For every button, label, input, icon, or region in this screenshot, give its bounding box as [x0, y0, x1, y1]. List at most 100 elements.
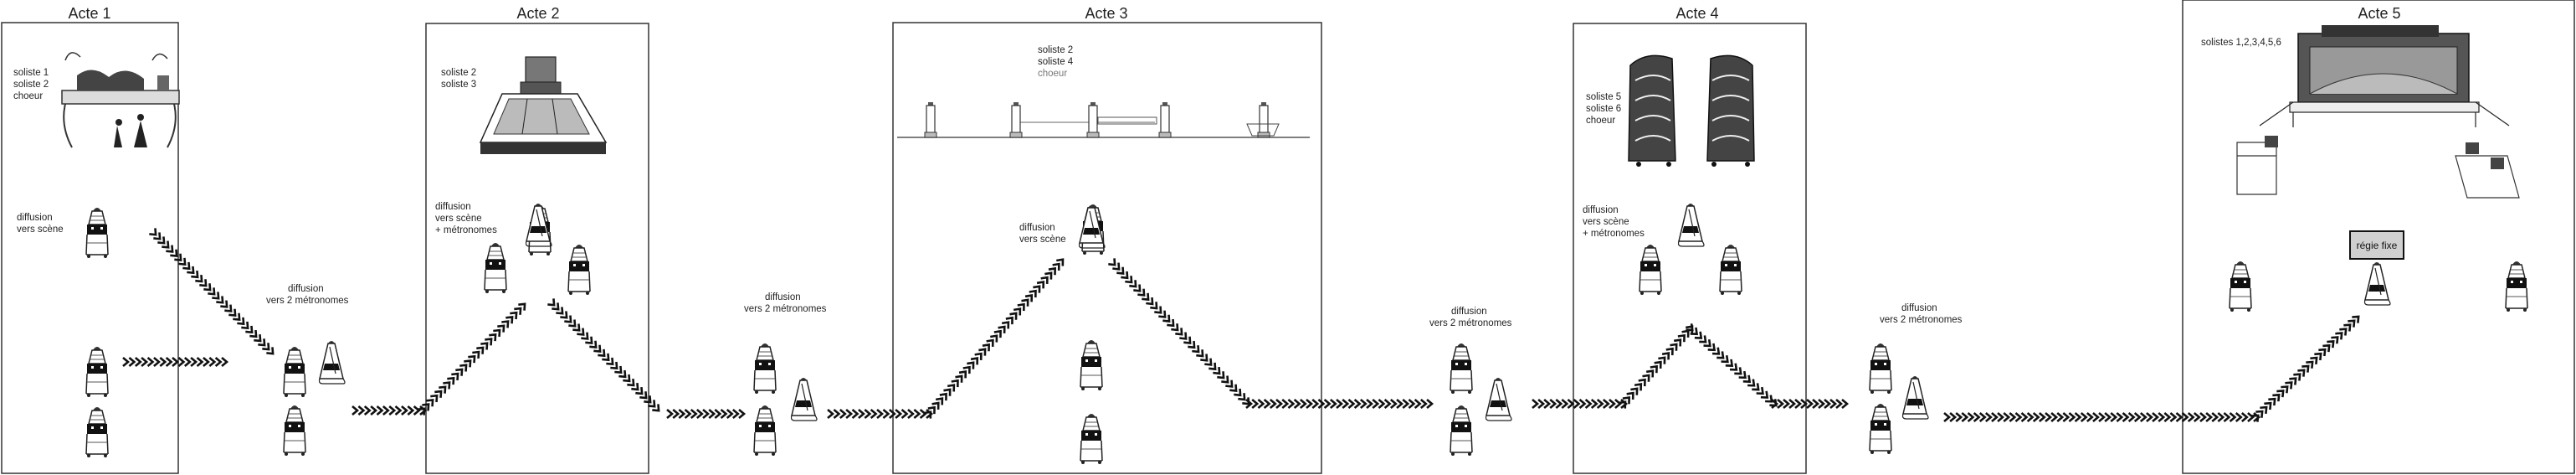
- arrow-chevron: [2163, 412, 2172, 422]
- arrow-chevron: [190, 357, 198, 367]
- arrow-chevron: [982, 343, 991, 352]
- arrow-chevron: [1146, 297, 1154, 306]
- arrow-chevron: [1112, 262, 1121, 271]
- arrow-chevron: [845, 409, 854, 419]
- arrow-chevron: [581, 332, 589, 340]
- arrow-chevron: [2229, 412, 2237, 422]
- act-4-soloist-2: soliste 6: [1586, 104, 1621, 114]
- arrow-chevron: [1414, 399, 1422, 409]
- arrow-chevron: [165, 357, 173, 367]
- arrow-chevron: [547, 298, 556, 307]
- arrow-chevron: [1734, 367, 1742, 375]
- arrow-chevron: [974, 352, 983, 360]
- arrow-chevron: [924, 410, 932, 419]
- arrow-chevron: [614, 365, 623, 374]
- arrow-chevron: [1162, 314, 1171, 323]
- arrow-chevron: [407, 405, 415, 416]
- act-1-soloist-1: soliste 1: [13, 68, 49, 78]
- arrow-chevron: [1967, 412, 1975, 422]
- arrow-chevron: [1584, 399, 1593, 409]
- arrow-chevron: [1056, 258, 1065, 266]
- arrow-chevron: [510, 311, 518, 320]
- act-3-soloist-1: soliste 2: [1038, 45, 1073, 55]
- arrow-chevron: [422, 403, 430, 411]
- arrow-chevron: [618, 369, 627, 379]
- arrow-chevron: [1359, 399, 1368, 409]
- arrow-chevron: [2014, 412, 2023, 422]
- arrow-chevron: [430, 394, 439, 403]
- arrow-chevron: [552, 302, 560, 311]
- arrow-chevron: [1673, 338, 1682, 347]
- arrow-chevron: [439, 385, 447, 394]
- arrow-chevron: [1402, 399, 1410, 409]
- arrow-chevron: [1650, 364, 1658, 374]
- arrow-chevron: [1269, 399, 1277, 409]
- arrow-chevron: [1961, 412, 1969, 422]
- arrow-chevron: [598, 349, 606, 358]
- arrow-chevron: [560, 311, 568, 319]
- act-5-frame: Acte 5: [2182, 0, 2575, 474]
- arrow-chevron: [1242, 397, 1250, 405]
- arrow-chevron: [2327, 339, 2335, 349]
- arrow-chevron: [472, 350, 480, 359]
- arrow-chevron: [1590, 399, 1598, 409]
- speaker-inter23-1: [753, 343, 777, 395]
- arrow-chevron: [1596, 399, 1604, 409]
- arrow-chevron: [602, 353, 610, 362]
- arrow-chevron: [1175, 328, 1183, 336]
- arrow-chevron: [1614, 399, 1622, 409]
- arrow-chevron: [998, 325, 1006, 333]
- arrow-chevron: [1783, 399, 1791, 409]
- arrow-chevron: [678, 409, 686, 419]
- act-1-title: Acte 1: [68, 5, 110, 22]
- act-2-diffusion-line-1: diffusion: [435, 202, 471, 212]
- arrow-chevron: [955, 374, 963, 383]
- inter-45-diffusion-line-1: diffusion: [1901, 303, 1937, 313]
- arrow-chevron: [1943, 412, 1952, 422]
- arrow-chevron: [1549, 399, 1557, 409]
- arrow-chevron: [1029, 289, 1037, 298]
- arrow-chevron: [172, 357, 180, 367]
- arrow-chevron: [2343, 323, 2352, 332]
- arrow-chevron: [876, 409, 885, 419]
- arrow-chevron: [1829, 399, 1838, 409]
- speaker-act1-diffusion: [85, 207, 109, 259]
- arrow-chevron: [2260, 405, 2268, 414]
- arrow-chevron: [870, 409, 878, 419]
- arrow-chevron: [1311, 399, 1320, 409]
- arrow-chevron: [1217, 371, 1225, 379]
- arrow-chevron: [418, 407, 426, 416]
- arrow-chevron: [221, 357, 229, 367]
- arrow-chevron: [1317, 399, 1326, 409]
- arrow-chevron: [1396, 399, 1404, 409]
- arrow-chevron: [468, 354, 476, 364]
- arrow-chevron: [266, 347, 275, 355]
- speaker-act2-right: [567, 244, 591, 296]
- speaker-act3-lower-2: [1080, 413, 1103, 465]
- arrow-chevron: [1824, 399, 1832, 409]
- arrow-chevron: [1532, 399, 1540, 409]
- arrow-chevron: [159, 357, 167, 367]
- arrow-chevron: [1366, 399, 1374, 409]
- act-2-title: Acte 2: [516, 5, 559, 22]
- arrow-chevron: [1116, 266, 1125, 276]
- act-4-diffusion-line-3: + métronomes: [1583, 229, 1645, 239]
- arrow-chevron: [684, 409, 692, 419]
- arrow-chevron: [1196, 349, 1204, 358]
- arrow-chevron: [2281, 385, 2289, 394]
- arrow-chevron: [1567, 399, 1575, 409]
- arrow-chevron: [1287, 399, 1296, 409]
- arrow-chevron: [485, 338, 493, 346]
- arrow-chevron: [1806, 399, 1814, 409]
- inter-12-diffusion-line-1: diffusion: [288, 284, 324, 294]
- arrow-chevron: [1154, 306, 1162, 314]
- act-3-choir: choeur: [1038, 69, 1067, 79]
- arrow-chevron: [254, 334, 262, 343]
- arrow-chevron: [648, 400, 656, 408]
- arrow-chevron: [455, 368, 464, 376]
- arrow-chevron: [514, 307, 522, 315]
- arrow-chevron: [1013, 307, 1022, 316]
- arrow-chevron: [2348, 319, 2356, 328]
- arrow-chevron: [183, 357, 192, 367]
